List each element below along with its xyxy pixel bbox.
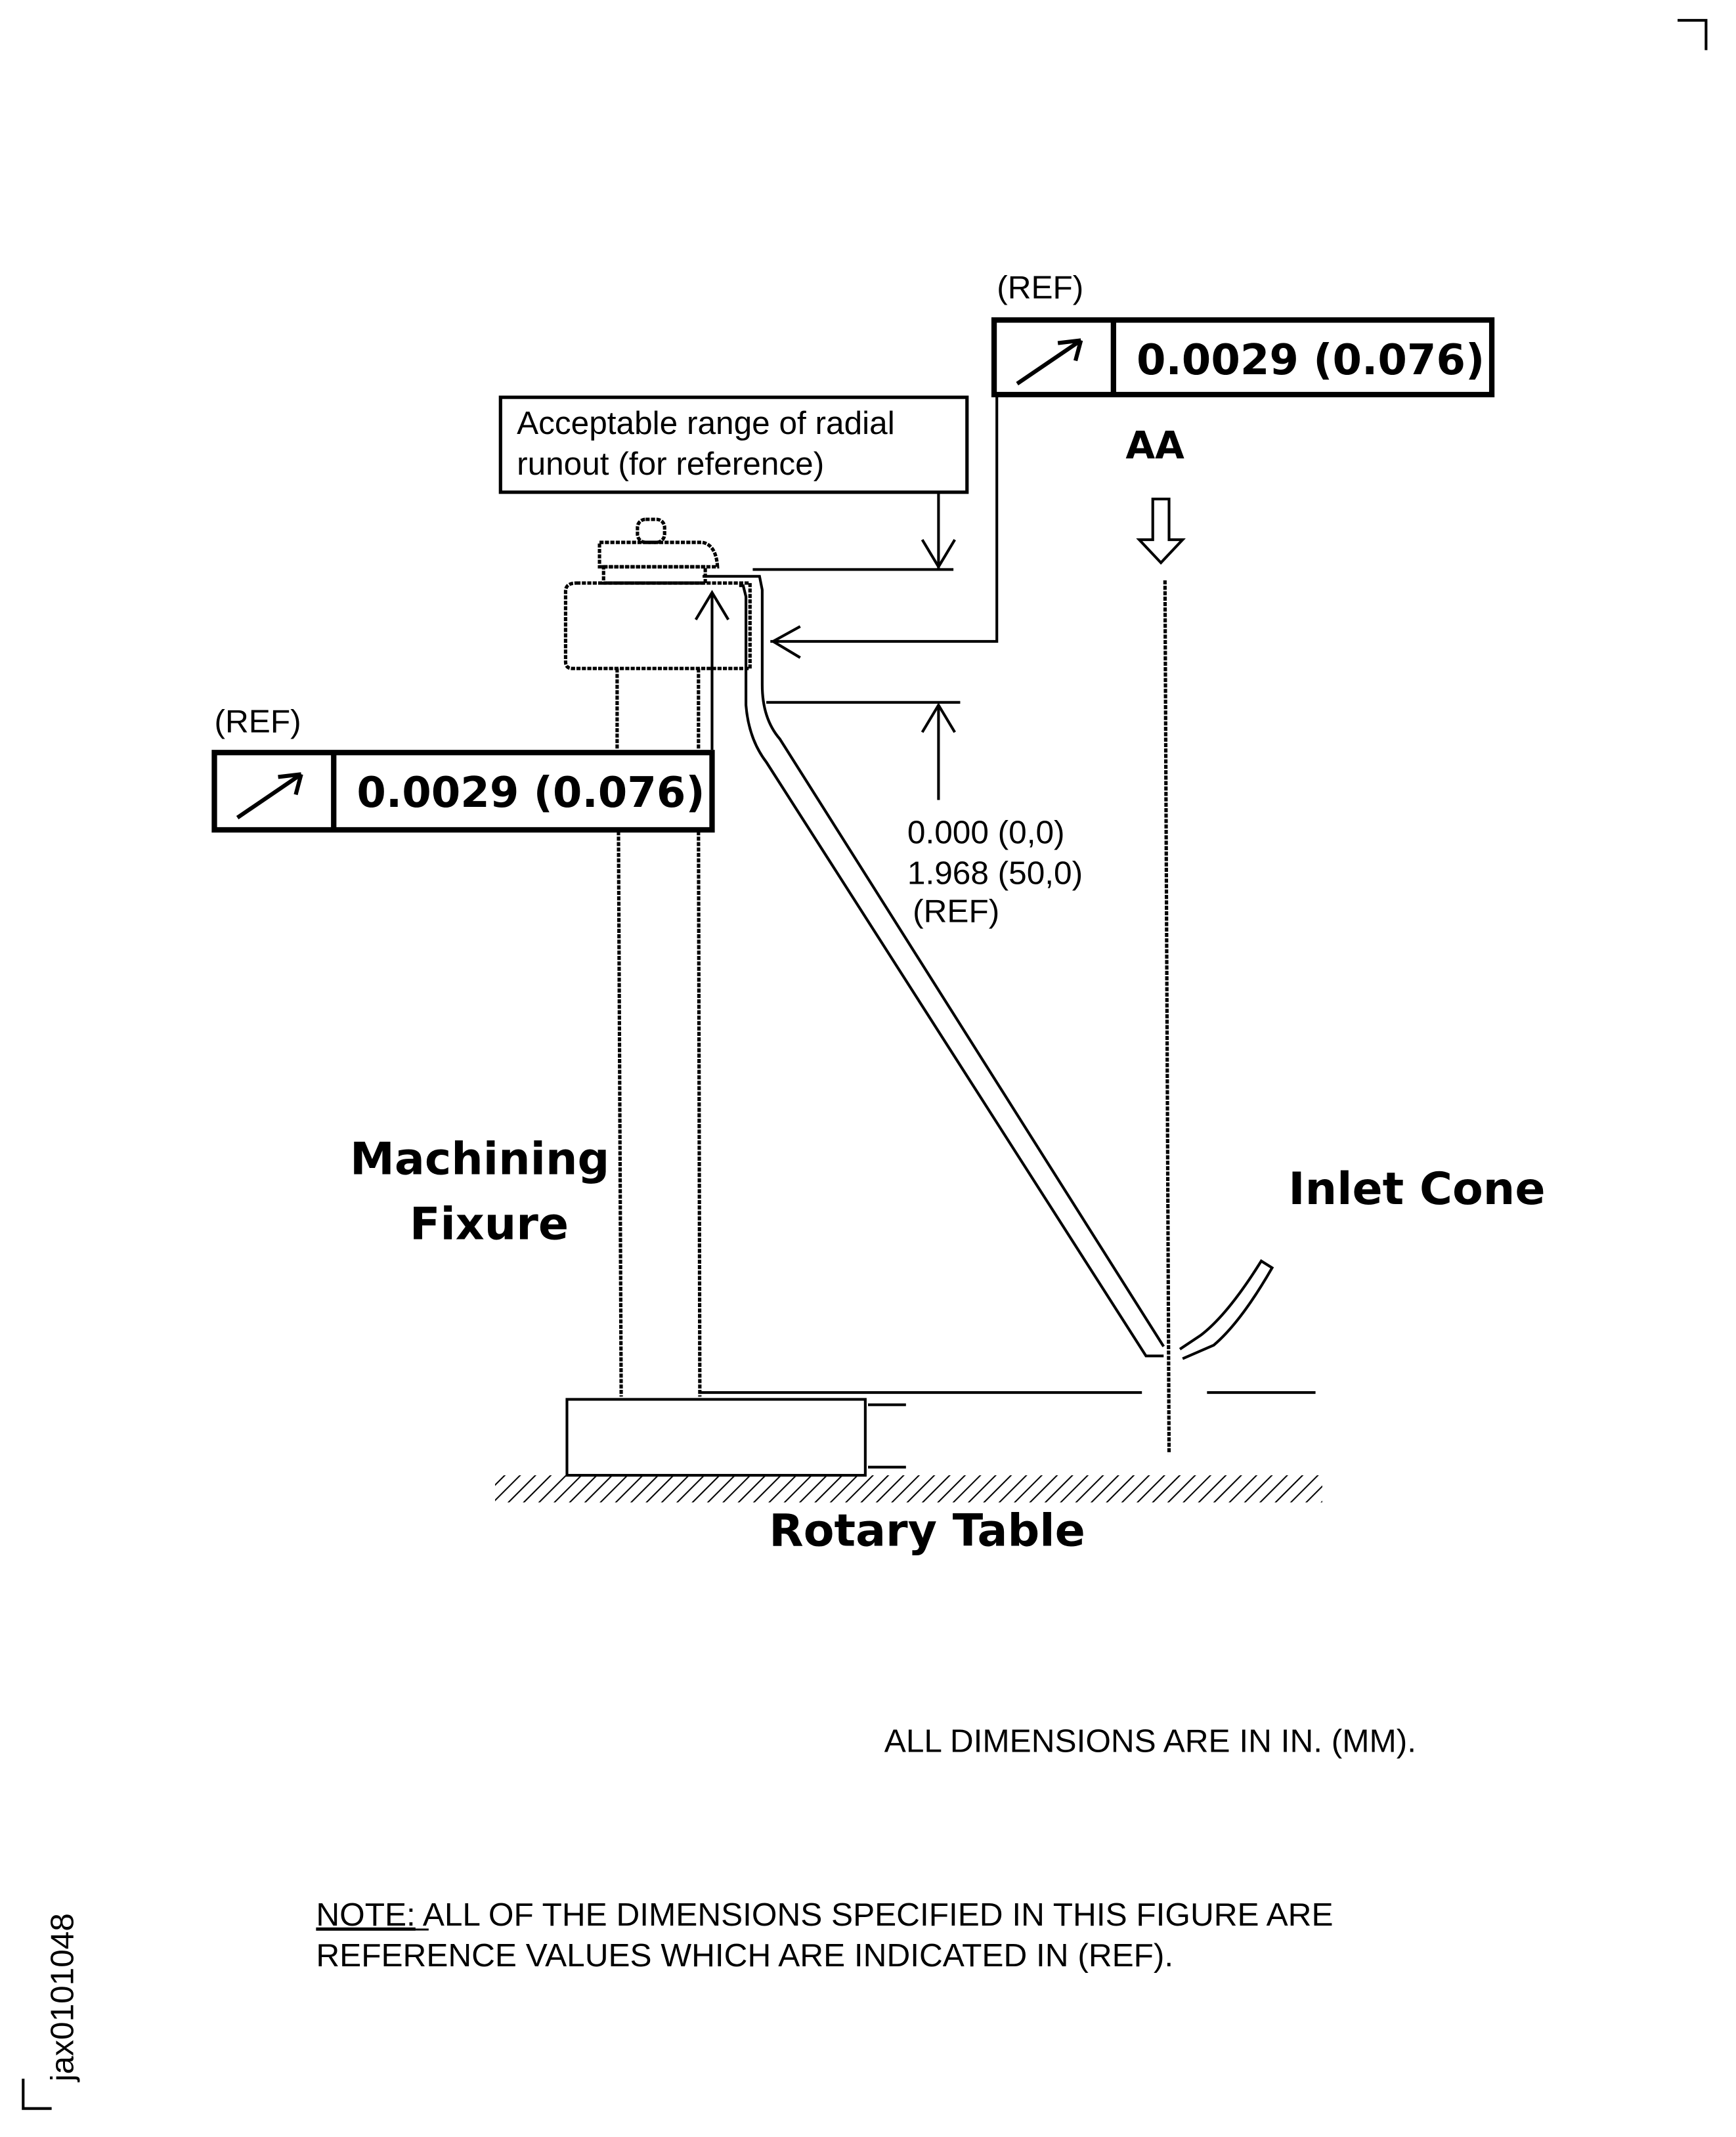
radial-runout-arrow-icon bbox=[236, 772, 303, 819]
dimension-line3: (REF) bbox=[913, 892, 999, 929]
corner-mark-bottom-left bbox=[22, 2079, 52, 2110]
left-callout-ref: (REF) bbox=[214, 702, 301, 739]
note-prefix: NOTE: bbox=[316, 1896, 415, 1933]
left-runout-callout-box: 0.0029 (0.076) bbox=[211, 750, 715, 833]
inlet-cone-profile bbox=[703, 574, 1274, 1360]
note-line1: NOTE: ALL OF THE DIMENSIONS SPECIFIED IN… bbox=[316, 1896, 1333, 1933]
units-note: ALL DIMENSIONS ARE IN IN. (MM). bbox=[884, 1722, 1416, 1759]
dimension-line1: 0.000 (0,0) bbox=[907, 814, 1065, 851]
inlet-cone-label: Inlet Cone bbox=[1288, 1163, 1545, 1215]
corner-mark-top-right bbox=[1678, 18, 1708, 51]
note-text1: ALL OF THE DIMENSIONS SPECIFIED IN THIS … bbox=[416, 1896, 1334, 1933]
fixture-label-line1: Machining bbox=[350, 1134, 609, 1186]
top-callout-ref: (REF) bbox=[997, 269, 1083, 305]
fixture-label-line2: Fixure bbox=[410, 1199, 569, 1251]
machining-fixture bbox=[563, 517, 1316, 1477]
centerline bbox=[1163, 580, 1171, 1454]
acceptable-range-line2: runout (for reference) bbox=[517, 445, 824, 482]
acceptable-range-line1: Acceptable range of radial bbox=[517, 404, 895, 441]
top-callout-value: 0.0029 (0.076) bbox=[1137, 336, 1485, 385]
top-runout-callout-box: 0.0029 (0.076) bbox=[991, 317, 1495, 398]
figure-id: jax0101048 bbox=[44, 1913, 81, 2083]
acceptable-range-note: Acceptable range of radial runout (for r… bbox=[498, 395, 969, 494]
note-line2: REFERENCE VALUES WHICH ARE INDICATED IN … bbox=[316, 1937, 1173, 1974]
dimension-line2: 1.968 (50,0) bbox=[907, 855, 1083, 892]
section-label-aa: AA bbox=[1125, 423, 1184, 467]
rotary-table-ground bbox=[495, 1475, 1322, 1503]
hollow-down-arrow-icon bbox=[1136, 497, 1186, 565]
left-callout-value: 0.0029 (0.076) bbox=[357, 769, 705, 817]
dimension-lines bbox=[694, 396, 999, 800]
rotary-table-label: Rotary Table bbox=[769, 1505, 1085, 1557]
radial-runout-arrow-icon bbox=[1016, 338, 1083, 386]
